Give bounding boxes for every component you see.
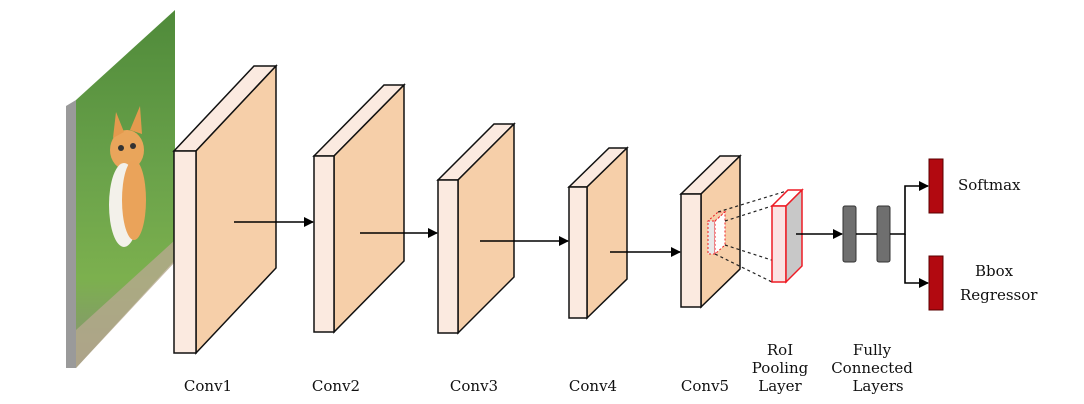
conv4-block [567, 146, 629, 320]
roi-pooling-block [770, 188, 804, 284]
fc-label-line3: Layers [852, 377, 904, 395]
conv3-label: Conv3 [449, 377, 499, 395]
conv1-label: Conv1 [183, 377, 233, 395]
conv2-label: Conv2 [311, 377, 361, 395]
input-image [66, 10, 175, 368]
branch-line [890, 181, 929, 235]
conv5-label: Conv5 [680, 377, 730, 395]
conv4-label: Conv4 [568, 377, 618, 395]
roi-pooling-label-line2: Pooling [751, 359, 809, 377]
bbox-label-line2: Regressor [960, 286, 1038, 304]
softmax-block [928, 158, 944, 214]
roi-pooling-label-line1: RoI [766, 341, 794, 359]
softmax-label: Softmax [958, 176, 1021, 194]
flow-arrows [234, 181, 929, 288]
conv3-block [436, 122, 516, 335]
bbox-label-line1: Bbox [975, 262, 1014, 280]
fc-block-2 [876, 205, 891, 263]
conv2-block [312, 83, 406, 334]
branch-line-lower [904, 234, 929, 288]
conv1-block [172, 64, 278, 355]
fc-block-1 [842, 205, 857, 263]
kitten-photo-icon [76, 106, 175, 368]
bbox-regressor-block [928, 255, 944, 311]
roi-pooling-label-line3: Layer [758, 377, 802, 395]
roi-region [706, 210, 727, 256]
fc-label-line2: Connected [831, 359, 913, 377]
fc-label-line1: Fully [852, 341, 892, 359]
